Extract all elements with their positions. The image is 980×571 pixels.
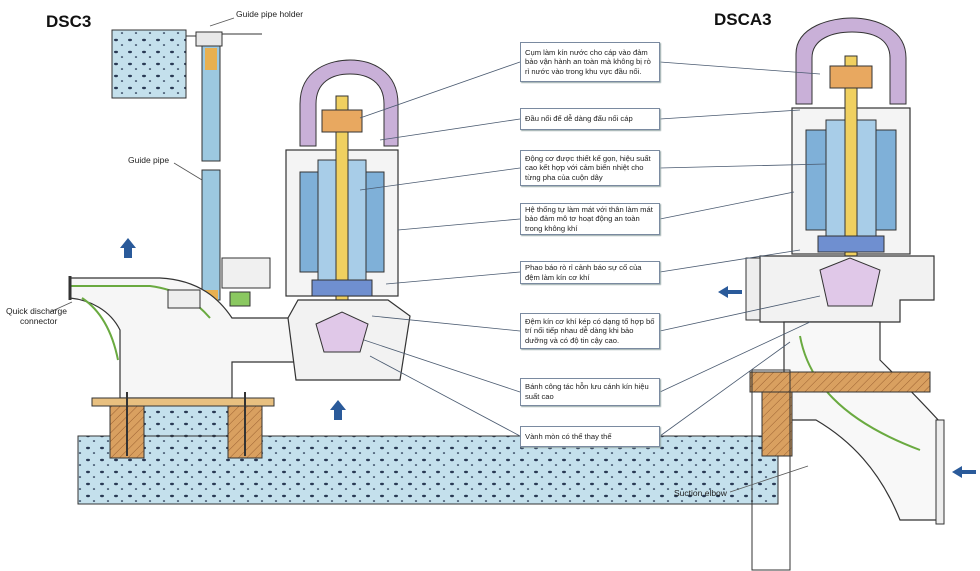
flow-arrow-right-inlet [952,466,976,478]
callout-leak-float-text: Phao báo rò rỉ cảnh báo sự cố của đệm là… [525,262,642,282]
impeller-left [315,311,369,353]
label-guide-pipe: Guide pipe [128,155,170,165]
label-quick-discharge-line1: Quick discharge [6,306,67,316]
label-quick-discharge: Quick discharge connector [6,306,67,326]
lifting-guard-right [795,17,907,105]
title-dsca3: DSCA3 [714,10,772,29]
callout-cable-seal: Cụm làm kín nước cho cáp vào đảm bảo vận… [520,42,660,82]
label-quick-discharge-line2: connector [20,316,58,326]
callout-mech-seal-text: Đệm kín cơ khí kép có dạng tổ hợp bố trí… [525,316,655,345]
lifting-guard-left [299,59,399,147]
callout-mech-seal: Đệm kín cơ khí kép có dạng tổ hợp bố trí… [520,313,660,349]
callout-motor-text: Động cơ được thiết kế gọn, hiệu suất cao… [525,153,651,182]
base-plate [91,397,275,407]
discharge-elbow [69,277,301,399]
guide-pipe-lower [201,169,221,301]
callout-terminal-text: Đầu nối để dễ dàng đấu nối cáp [525,114,633,124]
leader-lines [359,61,827,437]
concrete-floor [77,435,779,505]
callout-wear-ring-text: Vành mòn có thể thay thế [525,431,612,441]
callout-cable-seal-text: Cụm làm kín nước cho cáp vào đảm bảo vận… [525,47,651,76]
callout-cooling-text: Hệ thống tự làm mát với thân làm mát bảo… [525,204,653,233]
callout-impeller-text: Bánh công tác hỗn lưu cánh kín hiệu suất… [525,382,649,401]
impeller-right [819,257,881,307]
callout-cooling: Hệ thống tự làm mát với thân làm mát bảo… [520,203,660,235]
guide-pipe-upper [201,45,221,162]
label-guide-pipe-holder: Guide pipe holder [236,9,304,19]
flow-arrow-left [718,286,742,298]
wall-water-block [111,29,187,99]
guide-pipe-holder [195,31,223,47]
flow-arrow-up-bottom [330,400,346,420]
callout-impeller: Bánh công tác hỗn lưu cánh kín hiệu suất… [520,378,660,406]
callout-terminal: Đầu nối để dễ dàng đấu nối cáp [520,108,660,130]
callout-leak-float: Phao báo rò rỉ cảnh báo sự cố của đệm là… [520,261,660,284]
flow-arrow-up-left [120,238,136,258]
callout-motor: Động cơ được thiết kế gọn, hiệu suất cao… [520,150,660,186]
label-suction-elbow: Suction elbow [674,488,727,498]
title-dsc3: DSC3 [46,12,92,31]
callout-wear-ring: Vành mòn có thể thay thế [520,426,660,447]
